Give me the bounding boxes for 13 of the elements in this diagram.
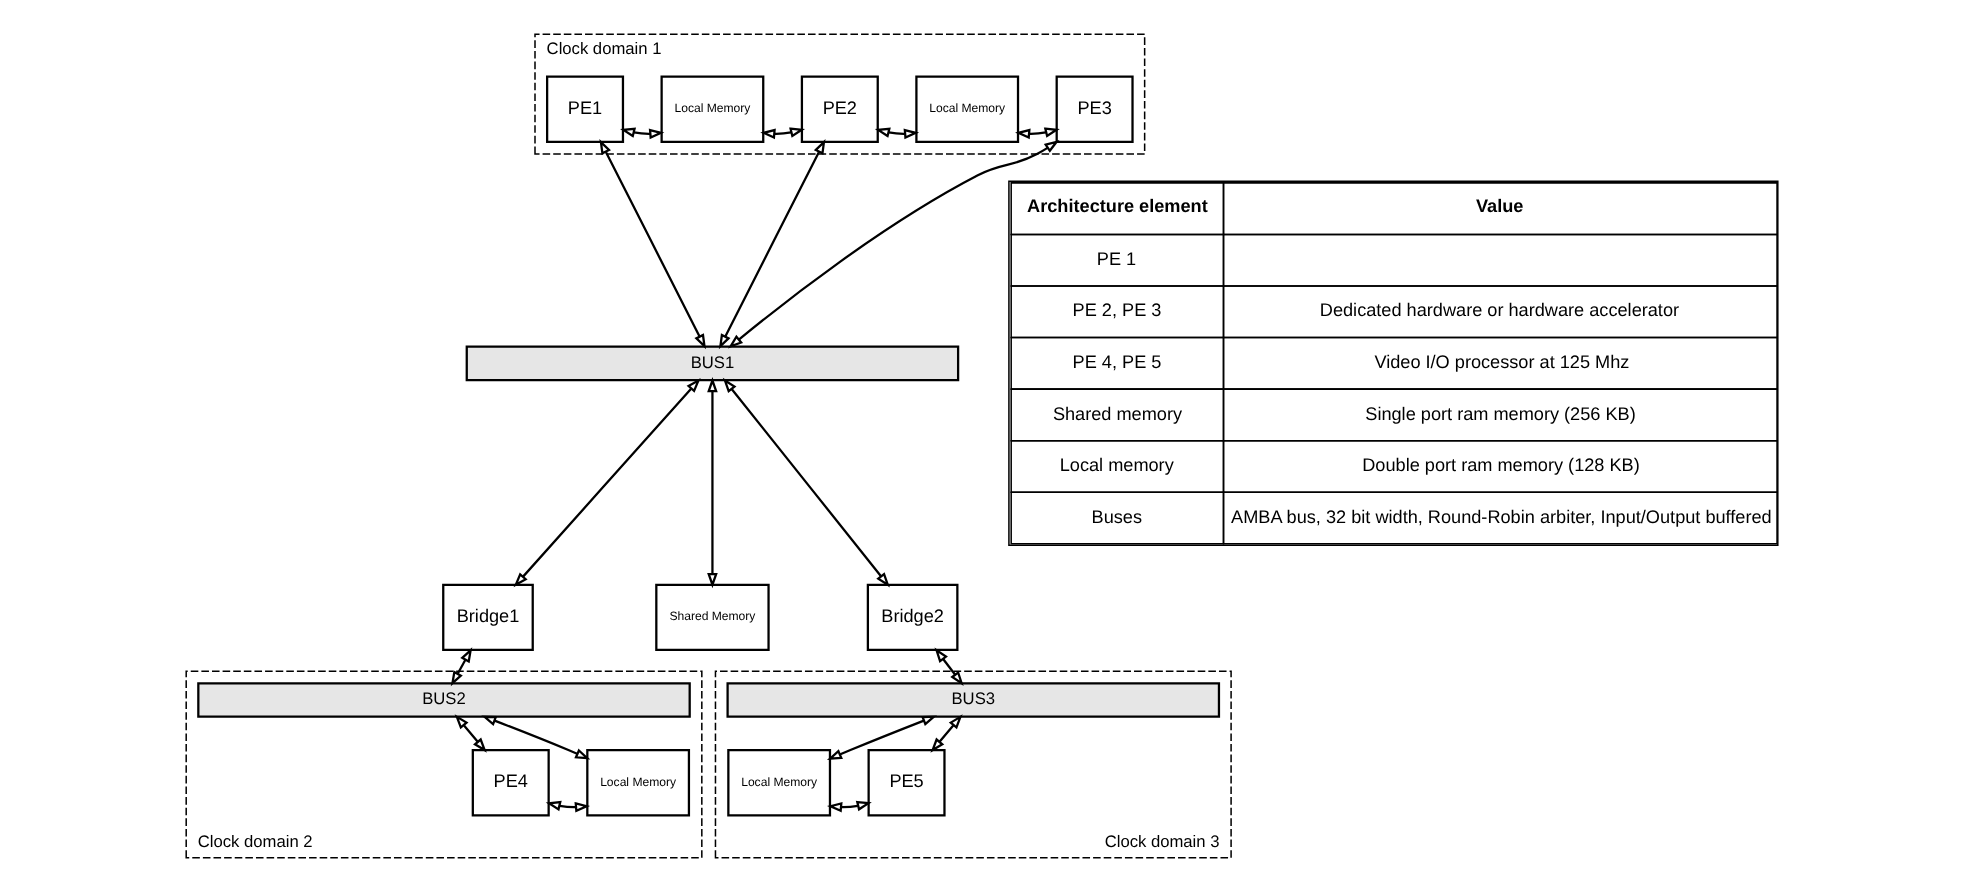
label: Buses — [1090, 506, 1142, 527]
label: Local memory — [1058, 455, 1173, 476]
label: Value — [1475, 195, 1523, 216]
label: PE 2, PE 3 — [1071, 300, 1161, 321]
label: AMBA bus, 32 bit width, Round-Robin arbiter, Input/Output buffered — [1230, 506, 1771, 527]
label: Dedicated hardware or hardware accelerator — [1318, 300, 1679, 321]
label: Double port ram memory (128 KB) — [1361, 455, 1639, 476]
label: Video I/O processor at 125 Mhz — [1373, 352, 1629, 373]
label: PE 1 — [1095, 248, 1136, 269]
label: Shared memory — [1051, 403, 1182, 424]
label: PE 4, PE 5 — [1071, 352, 1161, 373]
label: Architecture element — [1026, 195, 1207, 216]
label: Single port ram memory (256 KB) — [1364, 403, 1635, 424]
